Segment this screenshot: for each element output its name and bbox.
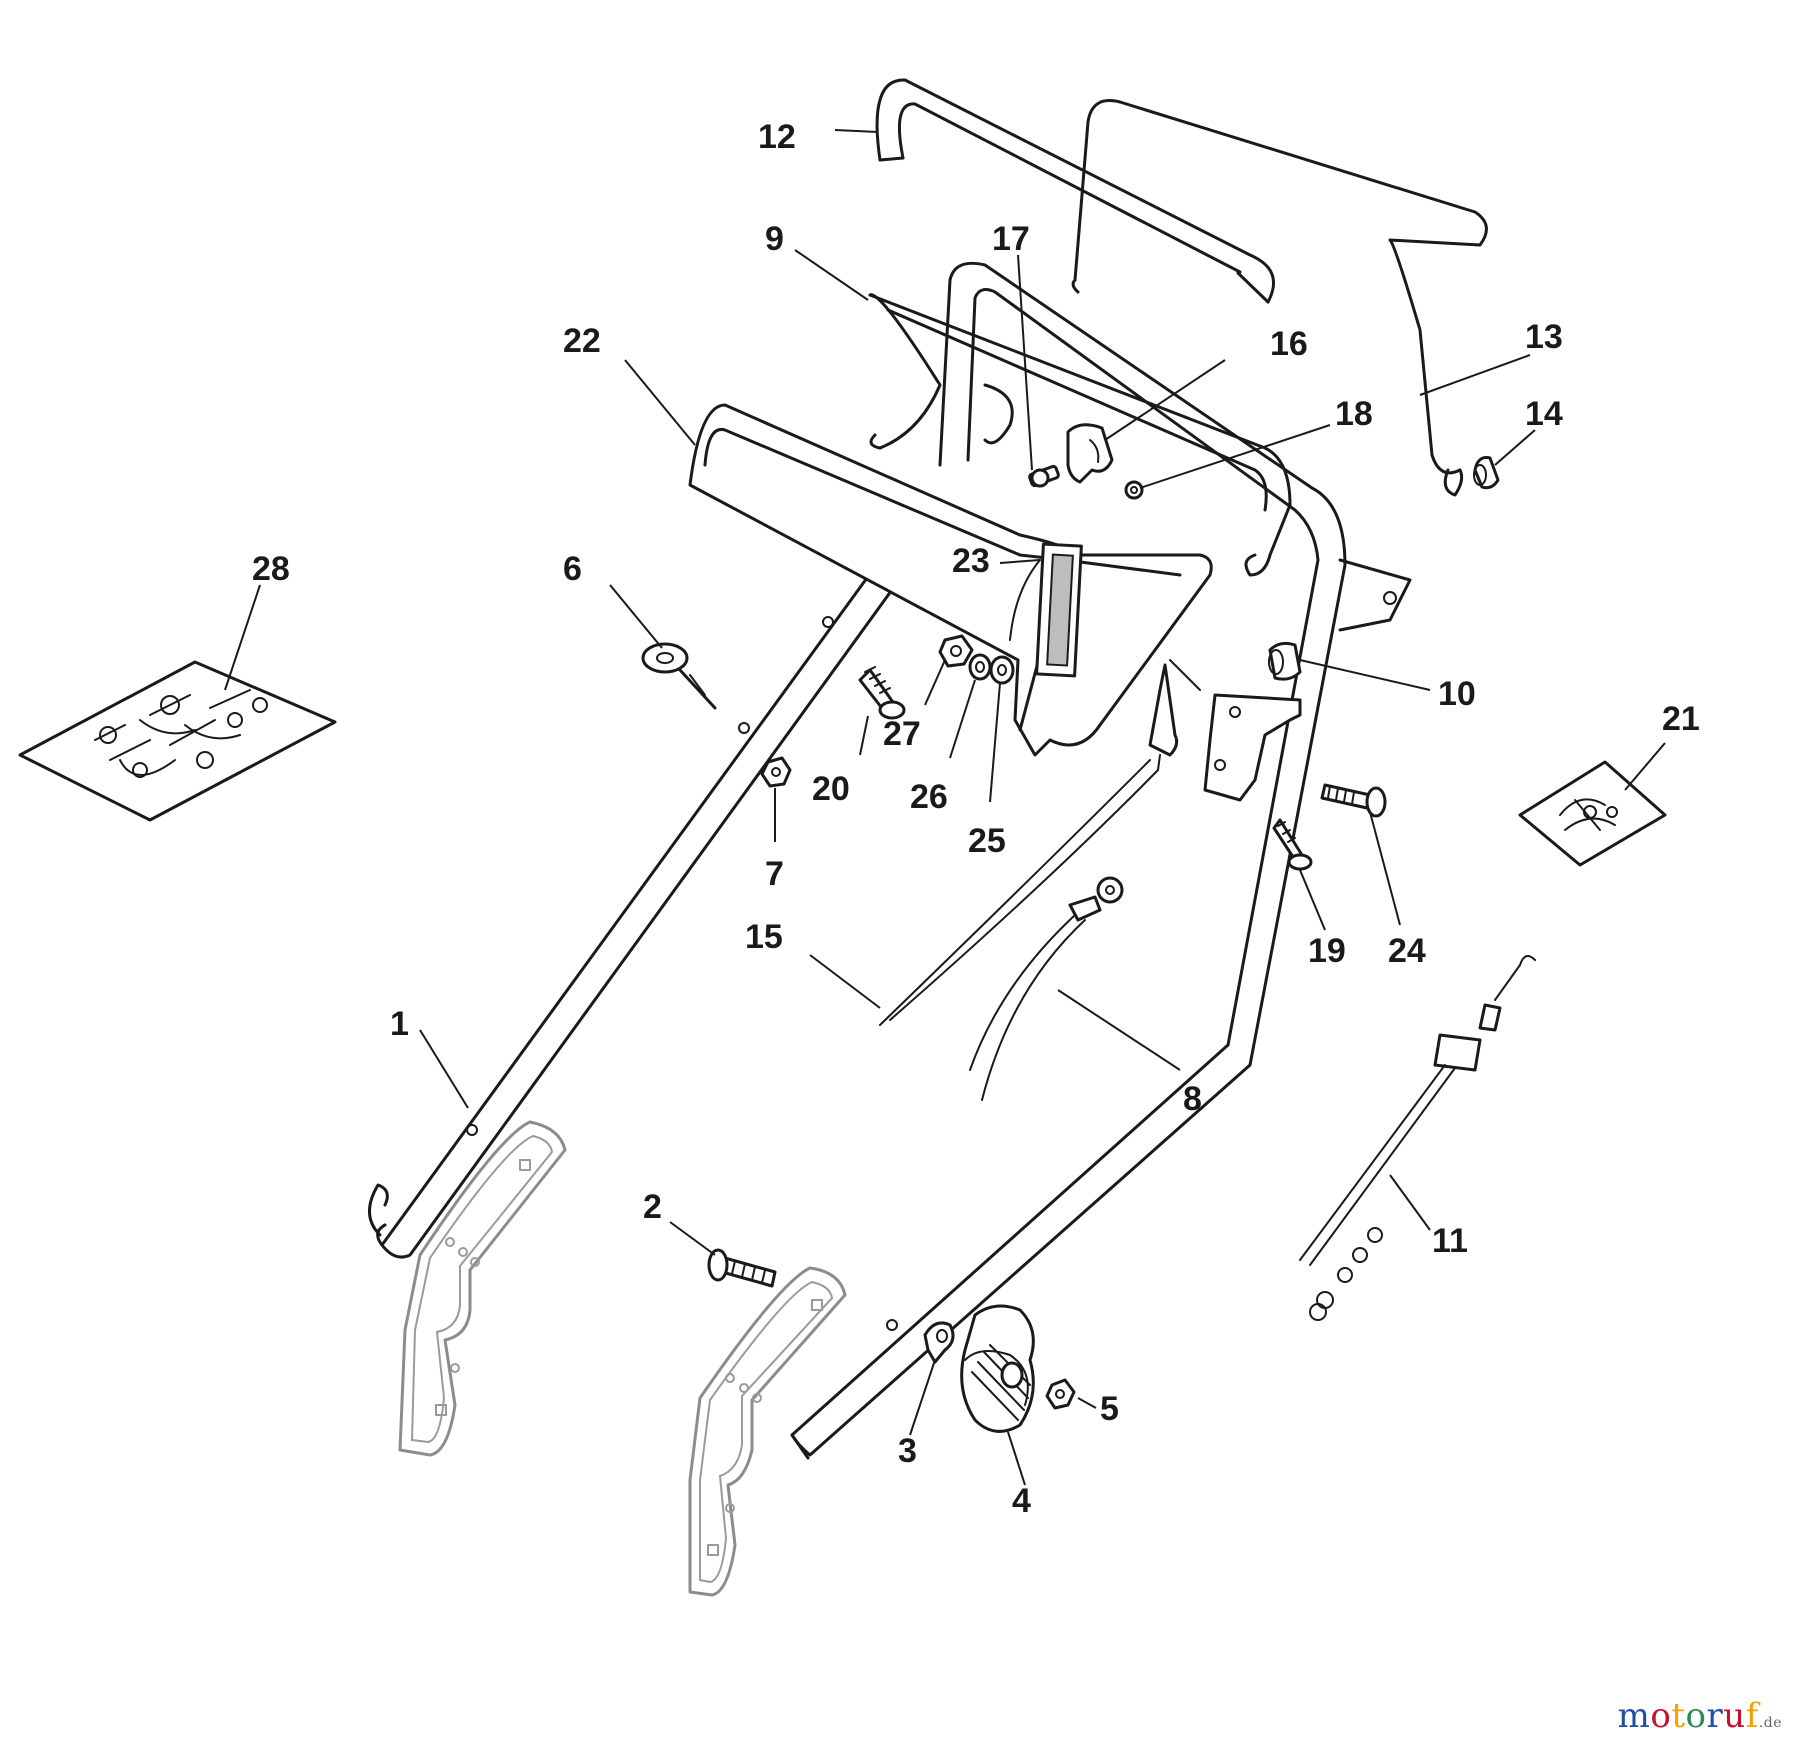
- callout-26: 26: [910, 778, 948, 816]
- callout-5: 5: [1100, 1390, 1119, 1428]
- part-5-nut: [1045, 1378, 1076, 1410]
- callout-14: 14: [1525, 395, 1563, 433]
- part-15-cable: [879, 759, 1159, 1026]
- left-side-plate: [398, 1120, 567, 1457]
- callout-13: 13: [1525, 318, 1563, 356]
- callout-2: 2: [643, 1188, 662, 1226]
- part-1-left-lower-tube: [368, 558, 912, 1259]
- watermark-suffix: .de: [1758, 1715, 1782, 1731]
- callout-1: 1: [390, 1005, 409, 1043]
- callouts: 12 9 17 22 16 13 14 18 28 6 23 10 21 27 …: [252, 118, 1700, 1520]
- part-16-lever-block: [1066, 423, 1114, 484]
- callout-20: 20: [812, 770, 850, 808]
- watermark-letter: u: [1723, 1696, 1746, 1736]
- callout-8: 8: [1183, 1080, 1202, 1118]
- callout-17: 17: [992, 220, 1030, 258]
- part-6-eye-bolt: [641, 642, 717, 710]
- callout-18: 18: [1335, 395, 1373, 433]
- callout-15: 15: [745, 918, 783, 956]
- callout-6: 6: [563, 550, 582, 588]
- part-2-bolt: [707, 1248, 777, 1288]
- watermark-letter: t: [1671, 1696, 1686, 1736]
- part-27-nut: [938, 634, 974, 668]
- part-26-washer: [968, 653, 992, 681]
- part-12-upper-handle: [875, 78, 1276, 304]
- watermark-text: motoruf: [1618, 1696, 1759, 1736]
- part-13-bail-wire: [1071, 99, 1488, 497]
- callout-23: 23: [952, 542, 990, 580]
- part-4-knob: [960, 1304, 1035, 1433]
- part-24-bolt: [1320, 783, 1387, 818]
- watermark-letter: o: [1685, 1696, 1707, 1736]
- callout-4: 4: [1012, 1482, 1031, 1520]
- right-side-plate: [688, 1266, 847, 1597]
- part-18-nut: [1124, 480, 1144, 500]
- watermark-letter: o: [1650, 1696, 1672, 1736]
- part-28-hardware-bag: [18, 660, 337, 822]
- cable-bracket: [1148, 659, 1302, 802]
- watermark-letter: r: [1706, 1696, 1724, 1736]
- callout-10: 10: [1438, 675, 1476, 713]
- callout-12: 12: [758, 118, 796, 156]
- part-3-clip: [923, 1321, 955, 1364]
- part-11-cable: [1299, 955, 1536, 1321]
- part-17-screw: [1028, 464, 1060, 488]
- leader-lines: [224, 129, 1666, 1486]
- callout-22: 22: [563, 322, 601, 360]
- part-21-hardware-bag: [1518, 760, 1667, 867]
- part-7-nut: [760, 756, 792, 788]
- callout-7: 7: [765, 855, 784, 893]
- watermark-letter: f: [1745, 1696, 1759, 1736]
- callout-28: 28: [252, 550, 290, 588]
- callout-25: 25: [968, 822, 1006, 860]
- part-25-washer: [989, 655, 1015, 685]
- callout-3: 3: [898, 1432, 917, 1470]
- upper-frame: [938, 261, 1412, 1067]
- watermark-letter: m: [1617, 1696, 1651, 1736]
- callout-24: 24: [1388, 932, 1426, 970]
- callout-19: 19: [1308, 932, 1346, 970]
- part-14-cap: [1473, 456, 1500, 490]
- part-20-screw: [858, 666, 906, 720]
- part-10-cap: [1268, 641, 1302, 681]
- callout-21: 21: [1662, 700, 1700, 738]
- part-22-control-cover: [688, 403, 1213, 757]
- part-19-screw: [1272, 818, 1313, 871]
- right-lower-tube: [790, 1043, 1252, 1460]
- callout-9: 9: [765, 220, 784, 258]
- callout-16: 16: [1270, 325, 1308, 363]
- callout-27: 27: [883, 715, 921, 753]
- watermark-logo: motoruf.de: [1618, 1696, 1782, 1736]
- part-8-cable: [969, 876, 1124, 1101]
- callout-11: 11: [1432, 1222, 1468, 1260]
